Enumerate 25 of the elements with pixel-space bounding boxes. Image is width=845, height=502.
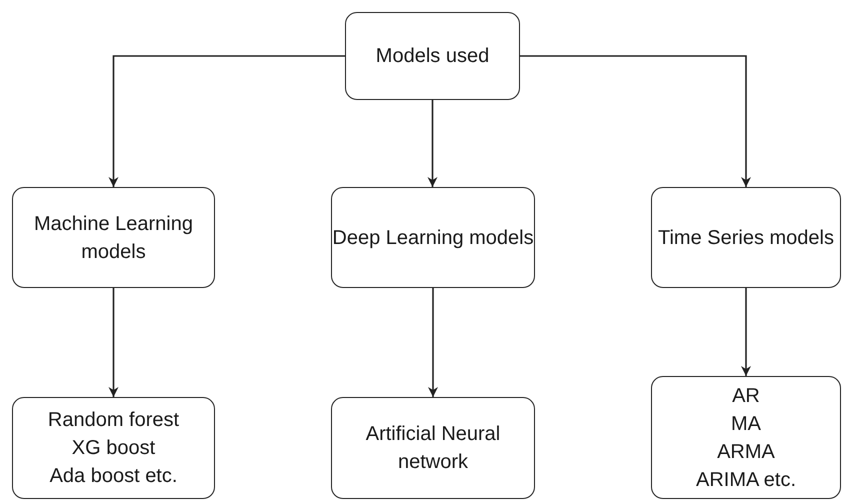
box-label: Artificial Neural network	[364, 422, 502, 475]
box-label: ARMA	[717, 440, 775, 464]
box-label: ARIMA etc.	[696, 468, 796, 492]
arrow	[428, 100, 438, 187]
box-label: Time Series models	[658, 226, 834, 250]
process-box	[651, 187, 841, 288]
arrow	[108, 55, 345, 187]
process-box	[12, 397, 215, 499]
box-label: MA	[731, 412, 761, 436]
arrow	[108, 288, 118, 397]
process-box	[651, 376, 841, 499]
box-label: Random forest	[48, 408, 180, 433]
arrow	[520, 55, 751, 187]
box-label: AR	[732, 384, 760, 408]
process-box	[12, 187, 215, 288]
arrow	[428, 288, 438, 397]
process-box	[345, 12, 520, 100]
arrow	[741, 288, 751, 376]
box-label: Models used	[376, 44, 490, 69]
box-label: XG boost	[72, 436, 156, 461]
process-box	[331, 397, 535, 499]
box-label: Machine Learning models	[33, 212, 194, 264]
box-label: Deep Learning models	[332, 226, 534, 250]
box-label: Ada boost etc.	[50, 464, 178, 489]
process-box	[331, 187, 535, 288]
